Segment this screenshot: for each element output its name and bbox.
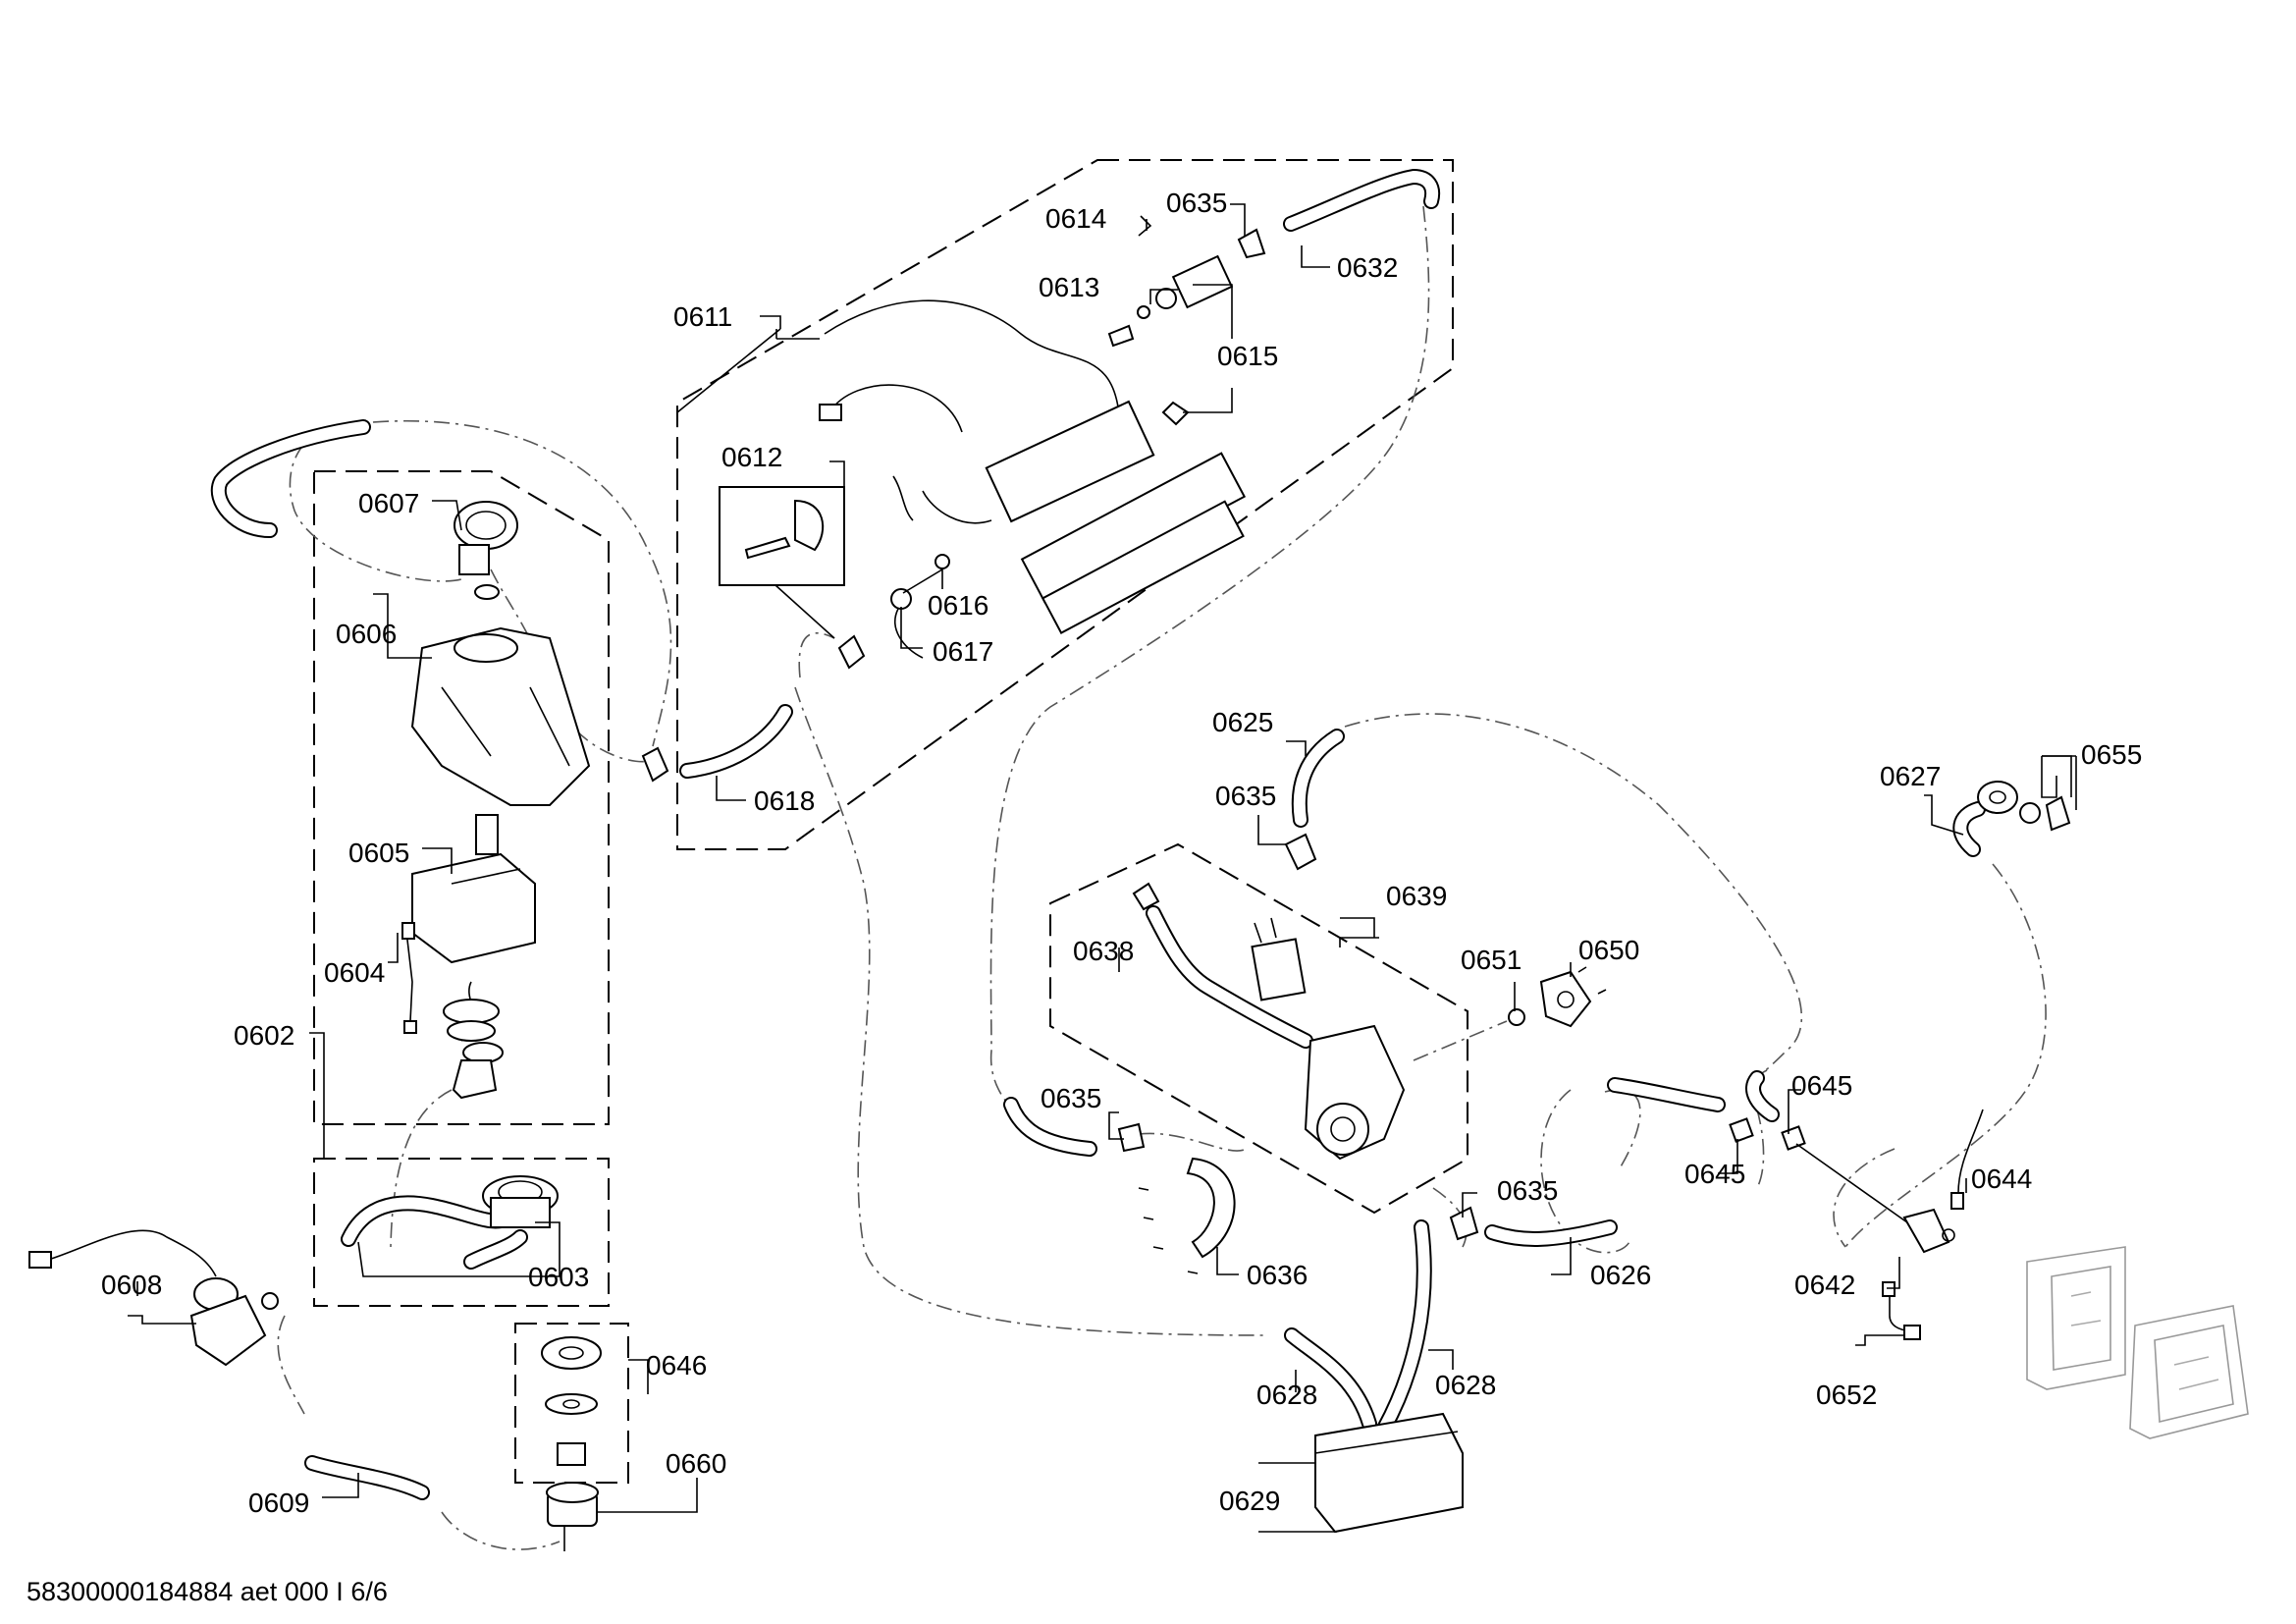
label-0655: 0655 xyxy=(2081,739,2142,770)
label-0611: 0611 xyxy=(673,301,732,332)
hose-0626-upper xyxy=(1607,1077,1726,1112)
label-0632: 0632 xyxy=(1337,252,1398,283)
hose-0645 xyxy=(1745,1070,1780,1122)
label-0644: 0644 xyxy=(1971,1164,2032,1194)
label-0628-right: 0628 xyxy=(1435,1370,1496,1400)
label-0645-left: 0645 xyxy=(1684,1159,1745,1189)
valve-0607 xyxy=(454,501,518,600)
connector-0635-mid xyxy=(1284,833,1317,871)
connector-0655 xyxy=(1977,781,2071,832)
hose-0627 xyxy=(1952,801,1986,857)
label-0660: 0660 xyxy=(666,1448,726,1479)
cap-0660 xyxy=(546,1482,599,1551)
bracket-0612 xyxy=(719,486,845,639)
elbow-0602-bottom xyxy=(452,1042,504,1100)
connector-0635-top xyxy=(1237,228,1266,259)
label-0608: 0608 xyxy=(101,1270,162,1300)
hose-0632 xyxy=(1283,168,1440,232)
valve-0642 xyxy=(1795,1143,1955,1340)
tank-0629 xyxy=(1314,1412,1464,1534)
label-0626: 0626 xyxy=(1590,1260,1651,1290)
group-0602-boundary xyxy=(313,470,610,1125)
label-0606: 0606 xyxy=(336,619,397,649)
elbow-connector-left xyxy=(641,746,669,783)
hoses-0628 xyxy=(1284,1219,1432,1436)
label-0642: 0642 xyxy=(1794,1270,1855,1300)
flow-meter-0603 xyxy=(341,1175,559,1270)
connector-0635-lower xyxy=(1449,1206,1479,1241)
label-0615: 0615 xyxy=(1217,341,1278,371)
label-0645-right: 0645 xyxy=(1791,1070,1852,1101)
label-0618: 0618 xyxy=(754,785,815,816)
hose-0609 xyxy=(304,1455,430,1500)
group-0611-boundary xyxy=(676,159,1454,850)
hose-0618 xyxy=(679,704,793,779)
appliance-thumbnail xyxy=(2026,1246,2249,1439)
housing-0606 xyxy=(410,626,591,806)
label-0613: 0613 xyxy=(1039,272,1099,302)
fittings-0645 xyxy=(1729,1117,1806,1151)
group-0639-boundary xyxy=(1049,842,1468,1215)
leader-lines xyxy=(128,203,2077,1533)
label-0638: 0638 xyxy=(1073,936,1134,966)
group-0603-boundary xyxy=(313,1158,610,1307)
label-0652: 0652 xyxy=(1816,1380,1877,1410)
label-0639: 0639 xyxy=(1386,881,1447,911)
heater-assembly xyxy=(819,299,1247,670)
label-0602: 0602 xyxy=(234,1020,294,1051)
label-0650: 0650 xyxy=(1578,935,1639,965)
label-0629: 0629 xyxy=(1219,1486,1280,1516)
pump-0608 xyxy=(28,1229,279,1367)
label-0616: 0616 xyxy=(928,590,988,621)
label-0617: 0617 xyxy=(933,636,993,667)
label-0635-lower: 0635 xyxy=(1497,1175,1558,1206)
clip-0636 xyxy=(1138,1157,1236,1274)
hose-0635-left xyxy=(1003,1097,1146,1157)
seals-0646 xyxy=(541,1336,602,1466)
label-0651: 0651 xyxy=(1461,945,1522,975)
label-0646: 0646 xyxy=(646,1350,707,1380)
label-0605: 0605 xyxy=(348,838,409,868)
label-0607: 0607 xyxy=(358,488,419,518)
label-0635-left: 0635 xyxy=(1041,1083,1101,1113)
label-0628-left: 0628 xyxy=(1256,1380,1317,1410)
hose-0625 xyxy=(1291,729,1345,828)
label-0609: 0609 xyxy=(248,1488,309,1518)
part-labels: 0614 0635 0632 0613 0611 0615 0612 0616 … xyxy=(101,188,2142,1518)
label-0612: 0612 xyxy=(721,442,782,472)
label-0636: 0636 xyxy=(1247,1260,1308,1290)
pump-0605 xyxy=(411,814,536,1042)
cable-0644 xyxy=(1950,1109,1984,1210)
hose-upper-left xyxy=(211,419,371,538)
label-0603: 0603 xyxy=(528,1262,589,1292)
label-0635-mid: 0635 xyxy=(1215,781,1276,811)
document-id-footer: 58300000184884 aet 000 I 6/6 xyxy=(27,1577,388,1606)
fittings-0613-0615 xyxy=(1107,215,1234,426)
hose-0626 xyxy=(1484,1219,1618,1247)
sensor-0650-0651 xyxy=(1508,966,1607,1028)
label-0604: 0604 xyxy=(324,957,385,988)
label-0625: 0625 xyxy=(1212,707,1273,737)
cable-0604 xyxy=(401,922,417,1034)
label-0614: 0614 xyxy=(1045,203,1106,234)
motor-0639 xyxy=(1132,882,1406,1161)
label-0627: 0627 xyxy=(1880,761,1941,791)
label-0635-top: 0635 xyxy=(1166,188,1227,218)
